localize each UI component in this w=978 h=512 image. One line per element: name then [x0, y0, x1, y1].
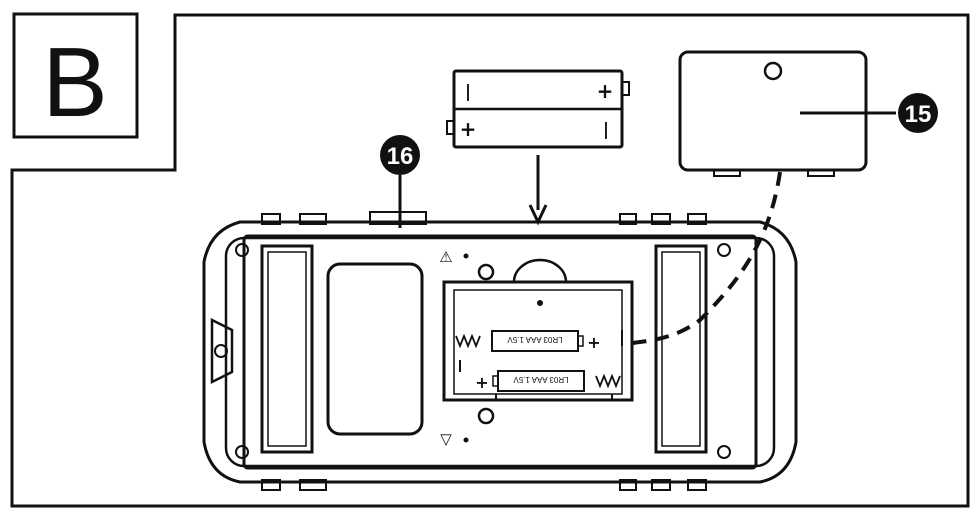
upper-battery-plus: + [587, 333, 600, 352]
loose-battery-pack: | + + | [446, 69, 630, 149]
down-triangle-icon: ▽ [440, 431, 452, 448]
insert-arrow [528, 155, 548, 226]
pack-bottom-left-sign: + [460, 117, 477, 141]
pack-bottom-right-sign: | [603, 120, 609, 140]
installed-battery-upper: LR03 AAA 1.5V + [455, 330, 601, 352]
callout-16-number: 16 [387, 143, 414, 170]
callout-15-number: 15 [905, 101, 932, 128]
upper-battery-label: LR03 AAA 1.5V [507, 335, 563, 344]
battery-cover [678, 50, 896, 177]
diagram-frame [10, 13, 970, 508]
callout-16: 16 [380, 135, 420, 228]
lower-battery-plus: + [475, 373, 488, 392]
panel-letter: B [42, 27, 107, 137]
pack-top-right-sign: + [597, 79, 614, 103]
pack-top-left-sign: | [465, 82, 471, 102]
installed-battery-lower: LR03 AAA 1.5V + [475, 370, 621, 392]
warning-triangle-icon: ⚠ [439, 249, 452, 266]
callout-15: 15 [898, 93, 938, 133]
panel-label: B [12, 12, 139, 139]
lower-battery-label: LR03 AAA 1.5V [513, 375, 569, 384]
device-back: ⚠ ▽ LR03 AAA 1.5V + LR03 AAA 1.5V + [202, 211, 798, 491]
